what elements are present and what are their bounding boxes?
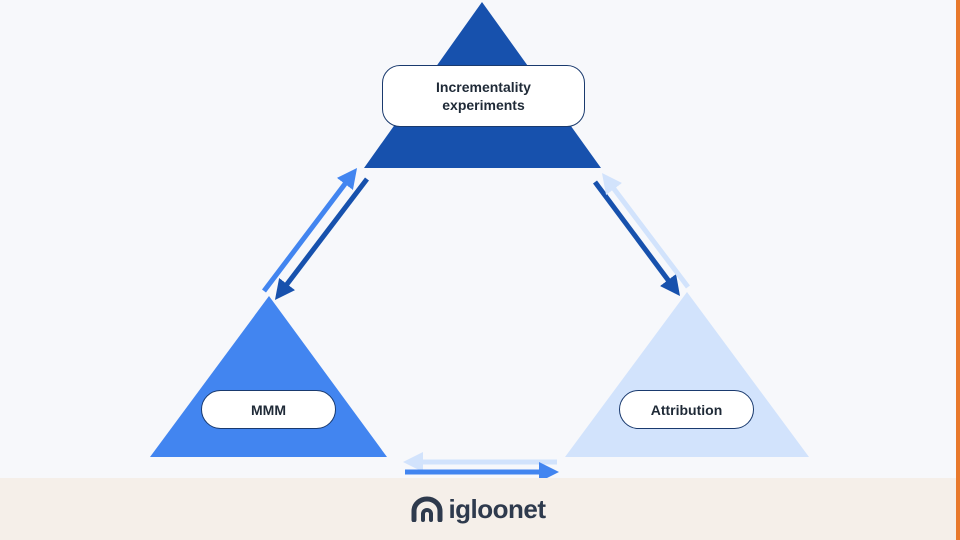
accent-edge [956,0,960,540]
triangle-left [150,296,387,457]
arrow-mmm-to-incrementality [262,168,358,293]
node-incrementality-experiments: Incrementality experiments [382,65,585,127]
logo-text: igloonet [448,493,546,524]
logo: igloonet [410,493,546,525]
triangle-right [565,292,809,457]
node-mmm: MMM [201,390,336,429]
node-label: Attribution [650,401,723,418]
node-attribution: Attribution [619,390,754,429]
footer: igloonet [0,478,956,540]
igloo-arch-icon [411,496,443,522]
arrow-attribution-to-incrementality [601,173,690,289]
arrow-incrementality-to-attribution [592,180,680,297]
node-label: Incrementality experiments [436,79,531,113]
node-label: MMM [251,401,286,418]
arrow-incrementality-to-mmm [274,177,369,300]
